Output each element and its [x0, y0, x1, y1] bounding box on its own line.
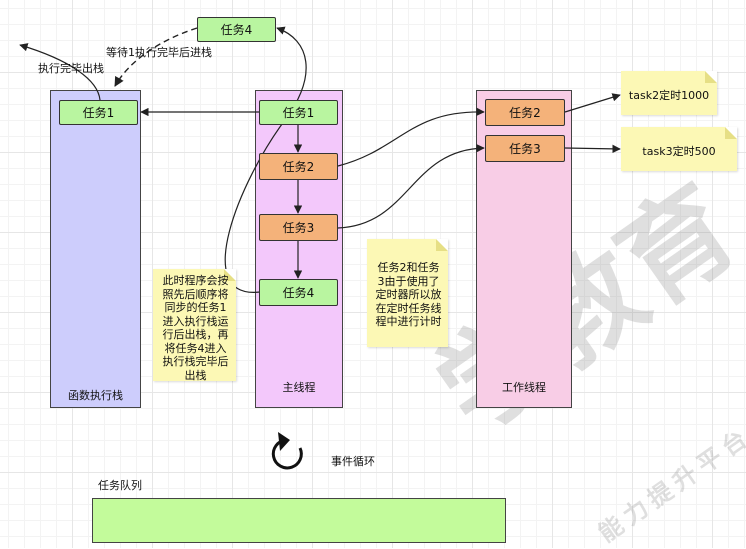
arrow-stack1-pop [19, 43, 101, 101]
stack-task1-box: 任务1 [59, 100, 138, 125]
main-thread-label: 主线程 [282, 381, 316, 394]
note-fold [725, 127, 737, 139]
worker-thread-label: 工作线程 [502, 381, 546, 394]
timer2-note-text: task2定时1000 [628, 89, 710, 102]
arrow-main3-to-worker3 [337, 144, 485, 229]
main-task3-box: 任务3 [259, 214, 338, 241]
arrow-worker3-to-timer3 [564, 144, 621, 154]
worker-task2-box: 任务2 [485, 99, 565, 126]
arrow-main2-to-worker2 [337, 107, 485, 167]
note-fold [436, 239, 448, 251]
event-loop-label: 事件循环 [331, 455, 375, 468]
note-fold [224, 269, 236, 281]
arrow-top4-to-stack-dashed [114, 27, 198, 87]
arrow-worker2-to-timer2 [564, 93, 621, 113]
top-task4-box: 任务4 [197, 17, 276, 42]
task-queue-label: 任务队列 [98, 479, 142, 492]
main-task2-box: 任务2 [259, 153, 338, 180]
timer2-note: task2定时1000 [621, 71, 717, 115]
function-stack-lane: 函数执行栈 [50, 90, 141, 408]
done-pop-label: 执行完毕出栈 [38, 62, 104, 75]
worker-task3-box: 任务3 [485, 135, 565, 162]
wait-push-label: 等待1执行完毕后进栈 [106, 46, 212, 59]
timer-note-text: 任务2和任务3由于使用了定时器所以放在定时任务线程中进行计时 [375, 261, 442, 328]
order-note: 此时程序会按照先后顺序将同步的任务1进入执行栈运行后出栈，再将任务4进入执行栈完… [153, 269, 236, 382]
note-fold [705, 71, 717, 83]
task-queue-box [92, 498, 506, 543]
timer-note: 任务2和任务3由于使用了定时器所以放在定时任务线程中进行计时 [367, 239, 448, 347]
timer3-note-text: task3定时500 [642, 145, 716, 158]
function-stack-label: 函数执行栈 [68, 389, 123, 402]
main-task1-box: 任务1 [259, 100, 338, 125]
main-task4-box: 任务4 [259, 279, 338, 306]
order-note-text: 此时程序会按照先后顺序将同步的任务1进入执行栈运行后出栈，再将任务4进入执行栈完… [162, 274, 229, 382]
timer3-note: task3定时500 [621, 127, 737, 171]
